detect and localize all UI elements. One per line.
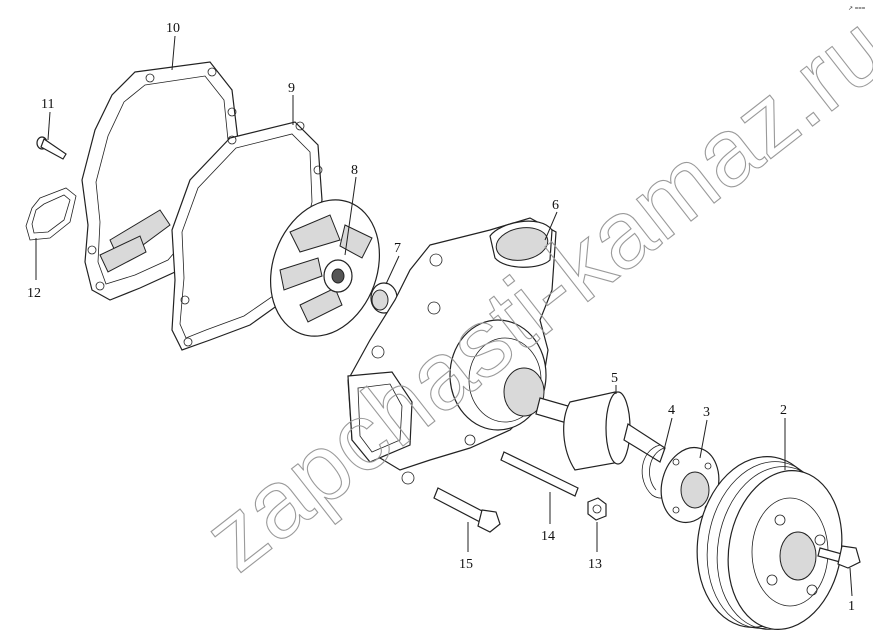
- callout-3: 3: [703, 405, 710, 420]
- part-7-seal: [370, 282, 398, 314]
- part-2-pulley: [696, 456, 843, 630]
- callout-9: 9: [288, 81, 295, 96]
- callout-4: 4: [668, 403, 675, 418]
- part-3-hub-flange: [660, 446, 720, 524]
- callout-5: 5: [611, 371, 618, 386]
- callout-12: 12: [27, 286, 41, 301]
- part-14-stud: [500, 451, 579, 497]
- callout-6: 6: [552, 198, 559, 213]
- part-11-bolt: [36, 136, 67, 160]
- callout-7: 7: [394, 241, 401, 256]
- callout-13: 13: [588, 557, 602, 572]
- callout-10: 10: [166, 21, 180, 36]
- callout-2: 2: [780, 403, 787, 418]
- callout-15: 15: [459, 557, 473, 572]
- part-12-small-gasket: [25, 187, 77, 241]
- part-1-pulley-bolt: [817, 545, 861, 569]
- leader-lines: [35, 35, 853, 597]
- part-5-shaft-bearing: [535, 391, 666, 471]
- part-15-flange-bolt: [433, 487, 501, 533]
- callout-labels: 1 2 3 4 5 6 7 8 9 10 11 12 13 14 15: [27, 21, 855, 614]
- callout-8: 8: [351, 163, 358, 178]
- callout-1: 1: [848, 599, 855, 614]
- part-6-pump-housing: [347, 217, 557, 485]
- callout-14: 14: [541, 529, 555, 544]
- callout-11: 11: [41, 97, 54, 112]
- corner-mark: ↗ ===: [848, 6, 866, 12]
- part-13-nut: [587, 497, 607, 521]
